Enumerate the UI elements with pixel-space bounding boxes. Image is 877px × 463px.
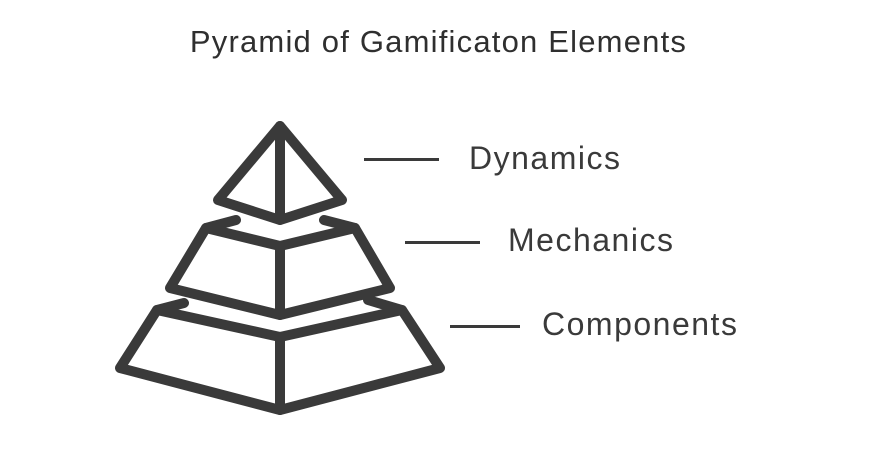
level-label-components: Components xyxy=(542,306,739,342)
leader-line-dynamics xyxy=(364,158,439,161)
leader-line-mechanics xyxy=(405,241,480,244)
pyramid-level-dynamics xyxy=(213,121,347,225)
pyramid-level-mechanics xyxy=(165,215,395,320)
leader-line-components xyxy=(450,325,520,328)
level-label-mechanics: Mechanics xyxy=(508,222,675,258)
diagram-title: Pyramid of Gamificaton Elements xyxy=(189,24,688,59)
pyramid-level-components xyxy=(115,295,445,415)
level-label-dynamics: Dynamics xyxy=(469,140,622,176)
